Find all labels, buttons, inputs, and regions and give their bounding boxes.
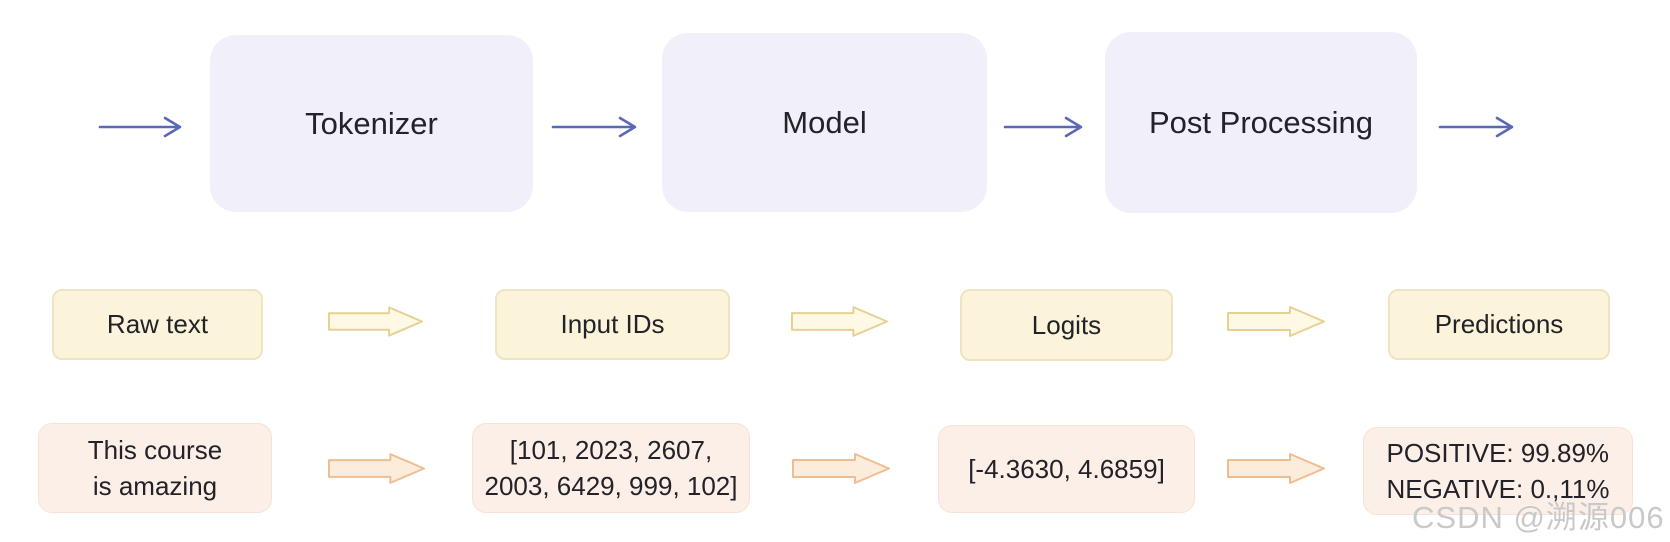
stage-box-tokenizer: Tokenizer	[210, 35, 533, 212]
stage-label-model: Model	[782, 104, 867, 140]
example-box-logits: [-4.3630, 4.6859]	[938, 425, 1195, 513]
example-box-raw-text: This course is amazing	[38, 423, 272, 513]
example-logits-value: [-4.3630, 4.6859]	[968, 453, 1165, 484]
example-raw-text-line1: This course	[87, 435, 223, 465]
artifact-box-raw-text: Raw text	[52, 289, 263, 360]
block-arrow-ids-to-logits-icon	[791, 306, 889, 337]
artifact-label-raw-text: Raw text	[106, 309, 209, 339]
block-arrow-example-logits-to-predictions-icon	[1227, 453, 1325, 484]
example-box-predictions: POSITIVE: 99.89% NEGATIVE: 0.,11%	[1363, 427, 1633, 515]
example-raw-text-line2: is amazing	[92, 471, 218, 501]
watermark: CSDN @溯源006	[1412, 500, 1665, 535]
block-arrow-example-raw-to-ids-icon	[328, 453, 426, 484]
artifact-box-predictions: Predictions	[1388, 289, 1610, 360]
flow-arrow-tokenizer-model-icon	[551, 116, 637, 138]
example-prediction-negative: NEGATIVE: 0.,11%	[1386, 474, 1610, 504]
artifact-label-predictions: Predictions	[1434, 309, 1564, 339]
artifact-label-logits: Logits	[1031, 309, 1102, 340]
artifact-box-logits: Logits	[960, 289, 1173, 361]
stage-box-post-processing: Post Processing	[1105, 32, 1417, 213]
artifact-box-input-ids: Input IDs	[495, 289, 730, 360]
stage-box-model: Model	[662, 33, 987, 212]
flow-arrow-in-icon	[98, 116, 182, 138]
flow-arrow-out-icon	[1438, 116, 1514, 138]
block-arrow-raw-to-ids-icon	[328, 306, 424, 337]
stage-label-tokenizer: Tokenizer	[305, 105, 438, 141]
flow-arrow-model-postprocessing-icon	[1003, 116, 1083, 138]
stage-label-post-processing: Post Processing	[1149, 104, 1373, 140]
block-arrow-example-ids-to-logits-icon	[792, 453, 890, 484]
example-input-ids-line1: [101, 2023, 2607,	[509, 435, 713, 465]
example-box-input-ids: [101, 2023, 2607, 2003, 6429, 999, 102]	[472, 423, 750, 513]
example-prediction-positive: POSITIVE: 99.89%	[1386, 438, 1610, 468]
artifact-label-input-ids: Input IDs	[560, 309, 665, 339]
block-arrow-logits-to-predictions-icon	[1227, 306, 1325, 337]
example-input-ids-line2: 2003, 6429, 999, 102]	[484, 471, 738, 501]
